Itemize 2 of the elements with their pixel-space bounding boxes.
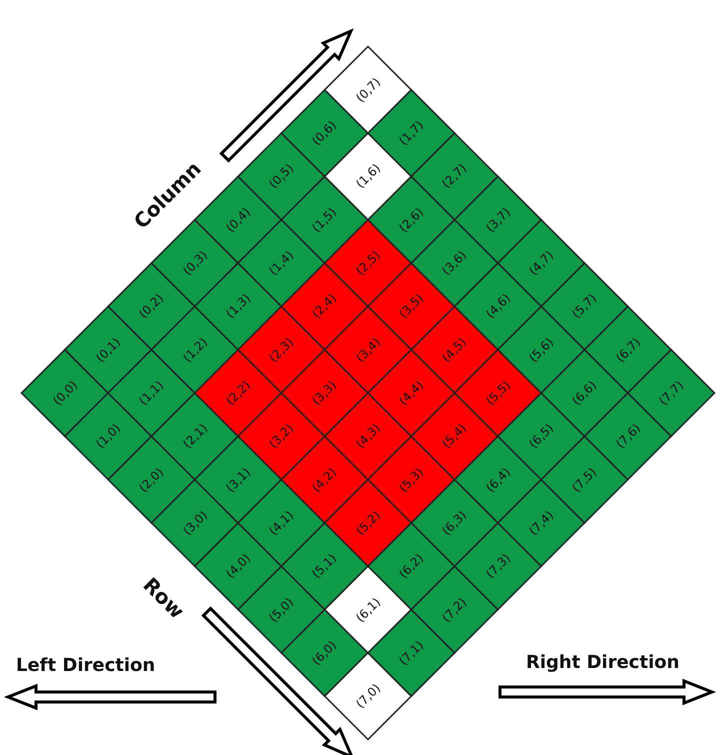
axis-label: Left Direction xyxy=(16,655,156,676)
axis-label: Right Direction xyxy=(526,652,680,673)
